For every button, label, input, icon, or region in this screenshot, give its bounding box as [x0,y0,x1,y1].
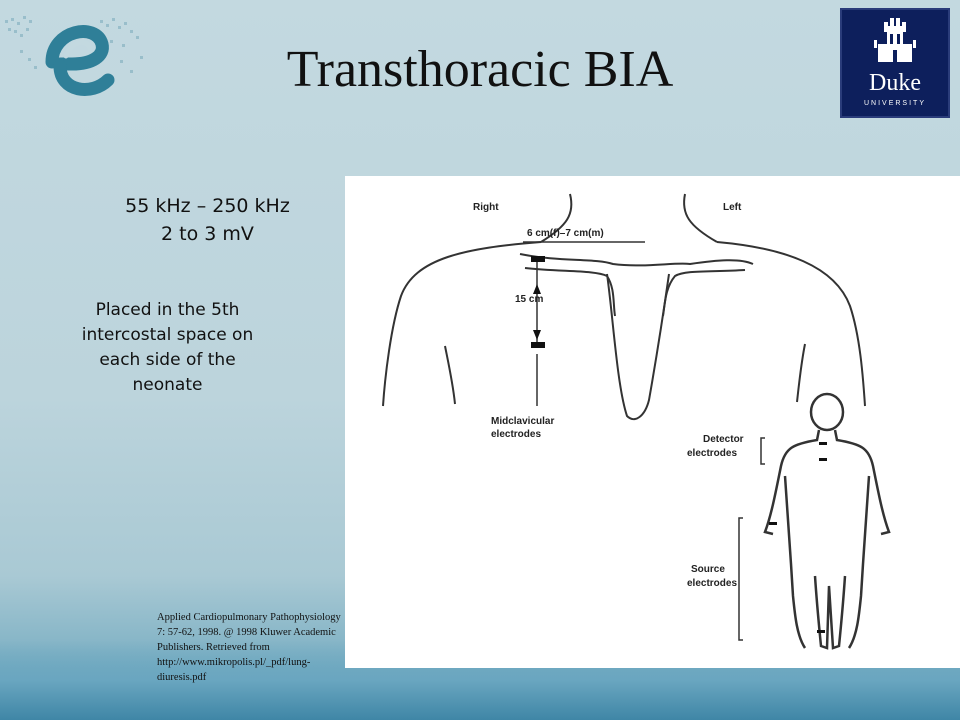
label-right: Right [473,202,499,213]
duke-logo: Duke UNIVERSITY [840,8,950,118]
label-source-2: electrodes [687,578,738,589]
slide-title: Transthoracic BIA [286,41,674,98]
label-detector-1: Detector [703,434,744,445]
electrode-figure: Right Left 6 cm(f)–7 cm(m) 15 cm Midclav… [345,176,960,668]
label-midclavicular-2: electrodes [491,429,542,440]
frequency-info: 55 kHz – 250 kHz 2 to 3 mV [100,192,315,248]
label-spacing: 6 cm(f)–7 cm(m) [527,228,604,239]
thorax-diagram-icon [382,193,891,650]
citation: Applied Cardiopulmonary Pathophysiology … [157,612,341,683]
label-detector-2: electrodes [687,448,738,459]
voltage-range: 2 to 3 mV [161,223,254,245]
label-left: Left [723,202,742,213]
e-logo-icon [5,16,143,96]
chapel-icon [874,18,916,62]
label-distance: 15 cm [515,294,544,305]
label-source-1: Source [691,564,725,575]
duke-university-label: UNIVERSITY [863,100,926,107]
duke-wordmark: Duke [869,70,921,96]
frequency-range: 55 kHz – 250 kHz [125,195,290,217]
label-midclavicular-1: Midclavicular [491,416,555,427]
placement-note: Placed in the 5th intercostal space on e… [81,300,254,395]
